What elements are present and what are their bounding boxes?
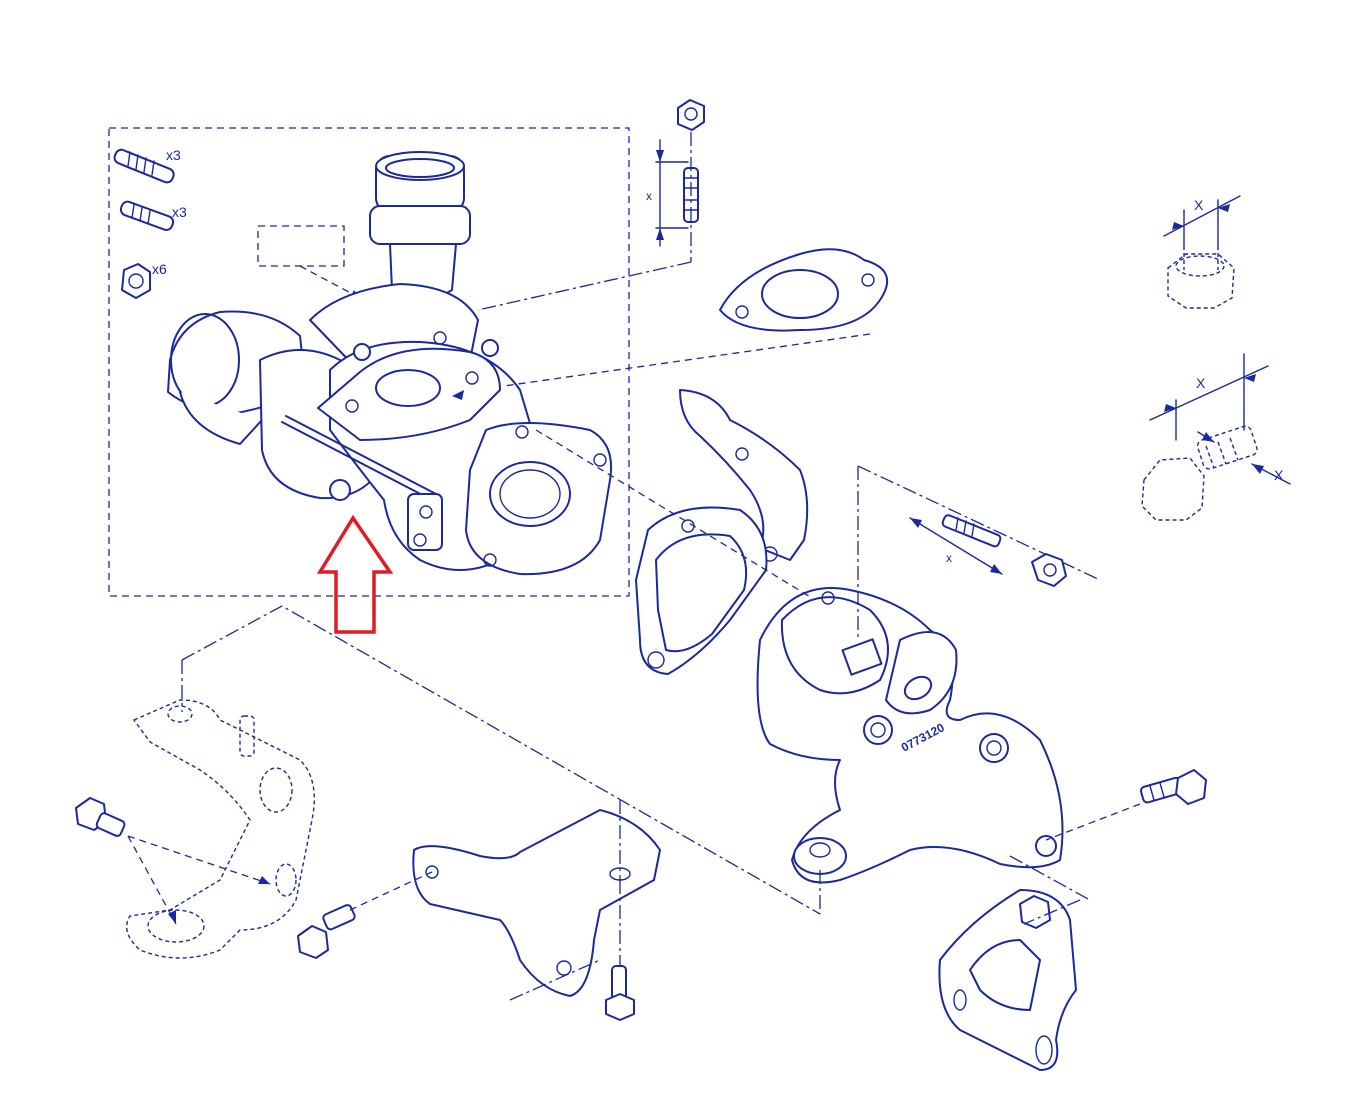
gasket-stud-assembly — [655, 99, 705, 262]
bracket-bolt-bottom — [605, 965, 635, 1021]
stud-short-icon — [119, 200, 175, 231]
bracket-bolt-middle — [297, 904, 356, 959]
mounting-bracket-right — [938, 889, 1077, 1071]
exhaust-manifold — [756, 587, 1064, 884]
manifold-bolt-right — [1139, 769, 1207, 805]
turbo-outlet-gasket — [635, 506, 768, 675]
stud-long-qty: x3 — [166, 147, 181, 163]
part-label-placeholder — [257, 225, 345, 267]
nut-dimension-x: X — [1194, 197, 1204, 213]
stud-long-icon — [113, 148, 175, 184]
stud-dimension-x: x — [646, 189, 652, 203]
bolt-detail-ghost — [1141, 353, 1291, 521]
nut-detail-ghost — [1163, 195, 1241, 309]
bolt-thread-dimension-x: X — [1274, 467, 1284, 483]
turbocharger — [167, 151, 612, 576]
turbo-inlet-gasket — [719, 248, 889, 332]
flange-nut-icon — [121, 263, 151, 299]
support-bracket-ghost — [126, 699, 315, 959]
manifold-stud-assembly — [909, 514, 1067, 587]
turbo-assembly-boundary — [108, 127, 630, 597]
stud-short-qty: x3 — [172, 204, 187, 220]
bolt-dimension-x: X — [1196, 375, 1206, 391]
manifold-stud-dimension: x — [946, 551, 952, 565]
flange-nut-qty: x6 — [152, 261, 167, 277]
red-up-arrow-icon — [316, 514, 394, 634]
bracket-bolt-left — [75, 797, 126, 837]
